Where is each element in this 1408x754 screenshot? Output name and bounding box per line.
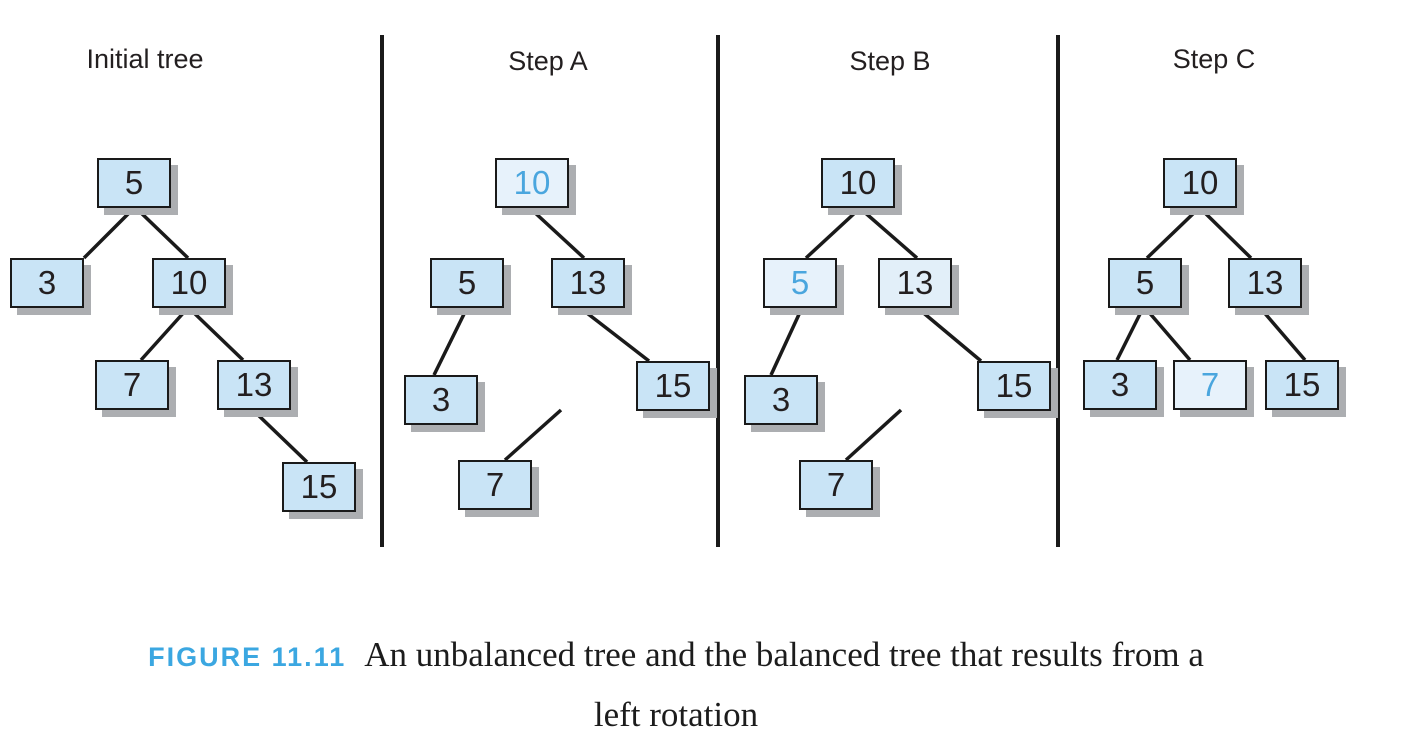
tree-node-step-c-15: 15 xyxy=(1265,360,1339,410)
tree-node-step-b-13: 13 xyxy=(878,258,952,308)
tree-edge-step-a-13-15 xyxy=(581,308,651,363)
panel-title-initial-tree: Initial tree xyxy=(86,44,204,74)
tree-edge-step-a-5-3 xyxy=(432,309,468,376)
tree-edge-step-c-5-7 xyxy=(1145,308,1192,362)
tree-edge-step-b-10-5 xyxy=(804,208,860,260)
tree-edge-step-c-10-13 xyxy=(1200,208,1253,260)
tree-node-step-a-15: 15 xyxy=(636,361,710,411)
tree-edge-step-b-5-3 xyxy=(769,309,803,376)
tree-node-step-a-7: 7 xyxy=(458,460,532,510)
tree-node-initial-tree-13: 13 xyxy=(217,360,291,410)
tree-node-step-c-13: 13 xyxy=(1228,258,1302,308)
tree-node-step-c-3: 3 xyxy=(1083,360,1157,410)
caption-text: An unbalanced tree and the balanced tree… xyxy=(364,635,1204,674)
tree-node-step-b-5: 5 xyxy=(763,258,837,308)
tree-node-initial-tree-10: 10 xyxy=(152,258,226,308)
tree-edge-step-c-5-3 xyxy=(1115,309,1144,361)
figure-number-label: FIGURE 11.11 xyxy=(148,642,347,672)
tree-node-initial-tree-15: 15 xyxy=(282,462,356,512)
tree-node-step-b-3: 3 xyxy=(744,375,818,425)
tree-node-initial-tree-7: 7 xyxy=(95,360,169,410)
tree-node-step-a-5: 5 xyxy=(430,258,504,308)
tree-edge-initial-tree-5-10 xyxy=(135,207,190,260)
tree-node-step-b-15: 15 xyxy=(977,361,1051,411)
tree-edge-step-c-13-15 xyxy=(1260,308,1307,362)
tree-node-step-a-3: 3 xyxy=(404,375,478,425)
tree-node-step-a-10: 10 xyxy=(495,158,569,208)
panel-title-step-a: Step A xyxy=(508,46,588,76)
tree-node-step-c-7: 7 xyxy=(1173,360,1247,410)
tree-edge-step-b-13-15 xyxy=(918,308,983,363)
detached-edge-step-b-7 xyxy=(844,408,903,462)
caption-line-2: left rotation xyxy=(593,695,759,734)
panel-title-step-c: Step C xyxy=(1172,44,1256,74)
tree-node-step-b-10: 10 xyxy=(821,158,895,208)
tree-edge-step-b-10-13 xyxy=(860,208,919,260)
tree-node-initial-tree-5: 5 xyxy=(97,158,171,208)
tree-edge-step-c-10-5 xyxy=(1145,208,1199,260)
caption-line-1: FIGURE 11.11 An unbalanced tree and the b… xyxy=(0,626,1352,686)
tree-edge-initial-tree-5-3 xyxy=(82,207,135,260)
tree-edge-initial-tree-10-7 xyxy=(139,308,188,362)
tree-edge-initial-tree-10-13 xyxy=(189,308,245,362)
tree-edge-initial-tree-13-15 xyxy=(253,410,309,464)
panel-title-step-b: Step B xyxy=(849,46,931,76)
figure-caption: FIGURE 11.11 An unbalanced tree and the b… xyxy=(0,626,1352,743)
tree-node-initial-tree-3: 3 xyxy=(10,258,84,308)
tree-node-step-a-13: 13 xyxy=(551,258,625,308)
tree-node-step-c-10: 10 xyxy=(1163,158,1237,208)
tree-edge-step-a-10-13 xyxy=(530,208,586,260)
tree-node-step-c-5: 5 xyxy=(1108,258,1182,308)
detached-edge-step-a-7 xyxy=(503,408,563,462)
tree-node-step-b-7: 7 xyxy=(799,460,873,510)
